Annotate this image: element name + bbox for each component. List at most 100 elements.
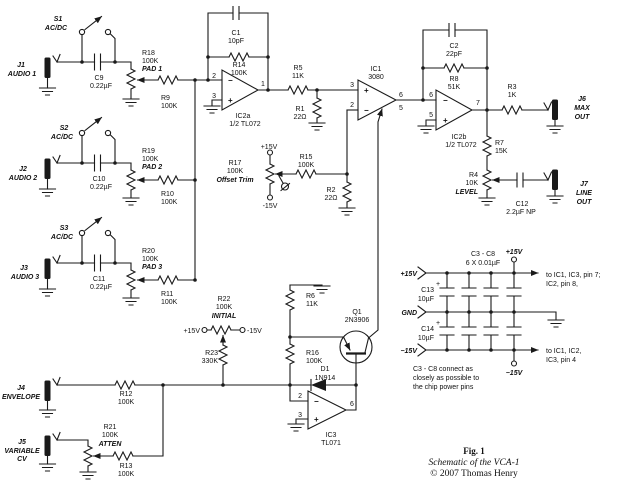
label-d1: D1 <box>321 366 330 373</box>
ic2a-pin2: 2 <box>212 73 216 80</box>
label-j2: J2 <box>19 166 27 173</box>
ic1-minus: − <box>364 106 369 115</box>
init-vplus: +15V <box>183 328 200 335</box>
label-r5: R5 <box>294 65 303 72</box>
resistor-r1-icon <box>312 97 322 119</box>
value-r9: 100K <box>161 103 178 110</box>
pot-r18-icon <box>122 61 159 107</box>
label-c3-c8: C3 - C8 <box>471 251 495 258</box>
label-c2: C2 <box>450 43 459 50</box>
label-r9: R9 <box>161 95 170 102</box>
label-j4-name: ENVELOPE <box>2 394 40 401</box>
bottom-minus15-label: −15V <box>506 370 524 377</box>
label-c12: C12 <box>516 201 529 208</box>
label-r19: R19 <box>142 148 155 155</box>
ic2b-name: IC2b <box>452 134 467 141</box>
label-j5: J5 <box>18 439 26 446</box>
pot-r4-icon <box>478 169 518 206</box>
label-r23: R23 <box>205 350 218 357</box>
ic2a-plus: + <box>228 96 233 105</box>
power-dest2a: to IC1, IC2, <box>546 348 581 355</box>
label-r21: R21 <box>104 424 117 431</box>
rail-chevrons <box>417 266 427 357</box>
jack-j5-icon <box>38 431 61 472</box>
ic3-pin2: 2 <box>298 393 302 400</box>
resistor-r9-icon <box>157 75 179 85</box>
label-s2-mode: AC/DC <box>50 134 74 141</box>
label-j4: J4 <box>17 385 25 392</box>
power-dest1b: IC2, pin 8, <box>546 281 578 288</box>
trim-vplus: +15V <box>261 144 278 151</box>
label-initial: INITIAL <box>212 313 237 320</box>
value-r1: 22Ω <box>293 114 306 121</box>
resistor-r15-icon <box>295 169 317 179</box>
label-s2: S2 <box>60 125 69 132</box>
ic1-pin6: 6 <box>399 92 403 99</box>
resistor-r13-icon <box>112 451 134 461</box>
label-r15: R15 <box>300 154 313 161</box>
ic3-pin3: 3 <box>298 412 302 419</box>
transistor-q1-icon <box>289 109 382 386</box>
cv-input-network: J4 ENVELOPE R12 100K J5 VARIABLE CV R21 … <box>2 376 357 480</box>
jack-j2-icon <box>38 154 61 197</box>
value-r8: 51K <box>448 84 461 91</box>
caption-fig: Fig. 1 <box>463 446 485 456</box>
label-s1: S1 <box>54 16 63 23</box>
ic2b-minus: − <box>443 96 448 105</box>
value-r13: 100K <box>118 471 135 478</box>
ic3-pin6: 6 <box>350 401 354 408</box>
ic2b-type: 1/2 TL072 <box>445 142 477 149</box>
jack-j3-icon <box>38 254 61 297</box>
r5-r1-network: R5 11K R1 22Ω <box>257 65 359 131</box>
resistor-r16-icon <box>285 343 295 365</box>
label-r8: R8 <box>450 76 459 83</box>
value-r23: 330K <box>202 358 219 365</box>
label-s1-mode: AC/DC <box>44 25 68 32</box>
ic2a-type: 1/2 TL072 <box>229 121 261 128</box>
label-j3: J3 <box>20 265 28 272</box>
feedback-c2-r8: C2 22pF R8 51K <box>421 22 489 111</box>
label-r22: R22 <box>218 296 231 303</box>
power-note-3: the chip power pins <box>413 384 474 391</box>
label-r20: R20 <box>142 248 155 255</box>
ic2b-pin5: 5 <box>429 112 433 119</box>
top-plus15-label: +15V <box>506 249 524 256</box>
value-r15: 100K <box>298 162 315 169</box>
resistor-r8-icon <box>443 63 465 73</box>
resistor-r14-icon <box>228 52 250 62</box>
label-r17: R17 <box>229 160 242 167</box>
caption-copyright: © 2007 Thomas Henry <box>430 468 518 479</box>
pot-r22-icon <box>210 325 232 335</box>
label-j7-l2: OUT <box>577 199 593 206</box>
jack-j1-icon <box>38 53 61 96</box>
ic2a-pin1: 1 <box>261 81 265 88</box>
value-r5: 11K <box>292 73 304 80</box>
pot-r21-icon <box>83 445 93 467</box>
ic2b-pin7: 7 <box>476 100 480 107</box>
value-r3: 1K <box>508 92 517 99</box>
channel-2: S2 AC/DC J2 AUDIO 2 C10 0.22µF R19 100K … <box>8 116 196 206</box>
value-r4: 10K <box>466 180 479 187</box>
ic3-plus: + <box>314 415 319 424</box>
resistor-r5-icon <box>287 85 309 95</box>
ic1-name: IC1 <box>371 66 382 73</box>
label-j5-l2: CV <box>17 456 28 463</box>
label-pad3: PAD 3 <box>142 264 162 271</box>
label-c10: C10 <box>93 176 106 183</box>
value-r6: 11K <box>306 301 318 308</box>
jack-j7-icon <box>543 169 564 204</box>
ic1-pin3: 3 <box>350 82 354 89</box>
power-dest1a: to IC1, IC3, pin 7; <box>546 272 601 279</box>
label-pad2: PAD 2 <box>142 164 162 171</box>
value-r22: 100K <box>216 304 233 311</box>
label-offset-trim: Offset Trim <box>216 177 253 184</box>
value-c2: 22pF <box>446 51 462 58</box>
label-atten: ATTEN <box>98 441 123 448</box>
opamp-ic3: − + 2 3 6 IC3 TL071 <box>287 384 357 447</box>
ic3-minus: − <box>314 397 319 406</box>
rail-gnd-label: GND <box>401 310 417 317</box>
label-j1: J1 <box>17 62 25 69</box>
value-r17: 100K <box>227 168 244 175</box>
max-out-network: R3 1K J6 MAX OUT <box>471 84 591 134</box>
